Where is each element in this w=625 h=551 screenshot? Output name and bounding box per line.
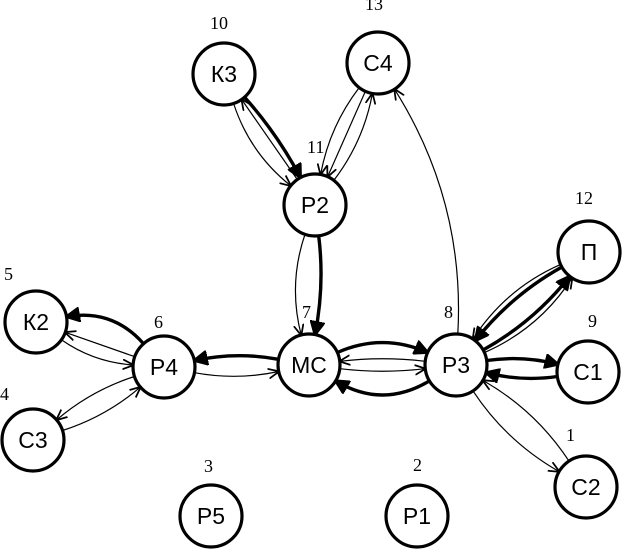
edge-pi-to-p3 [475, 265, 563, 341]
node-circle-k3 [191, 41, 257, 107]
node-circle-c1 [555, 339, 621, 405]
node-number-pi: 12 [575, 188, 593, 208]
edge-p2-to-c4 [333, 94, 373, 181]
node-k3: К3 10 [191, 13, 257, 107]
edge-k3-to-p2 [243, 96, 303, 177]
node-label-k2: К2 [23, 309, 49, 335]
edge-c3-to-p4 [62, 387, 141, 432]
edge-p4-to-k2 [65, 332, 135, 358]
node-p3: Р3 8 [423, 302, 489, 398]
node-label-pi: П [581, 239, 598, 265]
edge-p2-to-mc [295, 234, 306, 335]
node-p1: Р1 2 [384, 455, 450, 549]
node-number-c2: 1 [566, 425, 575, 445]
node-number-p3: 8 [444, 302, 453, 322]
node-label-c1: С1 [573, 359, 602, 385]
node-p2: Р2 11 [282, 137, 348, 238]
node-c2: С2 1 [553, 425, 619, 520]
node-circle-pi [556, 219, 622, 285]
node-label-c3: С3 [18, 427, 47, 453]
node-circle-c2 [553, 454, 619, 520]
edge-mc-to-p4 [194, 356, 279, 361]
node-c1: С1 9 [555, 311, 621, 405]
node-circle-p2 [282, 172, 348, 238]
node-p5: Р5 3 [178, 456, 244, 549]
edge-k2-to-p4 [61, 339, 133, 365]
node-number-p5: 3 [204, 456, 213, 476]
edge-mc-to-p3 [339, 369, 425, 372]
edge-p3-to-c4 [395, 89, 460, 335]
node-number-k2: 5 [4, 264, 13, 284]
edge-p4-to-c3 [57, 375, 135, 420]
node-number-p4: 6 [154, 312, 163, 332]
edge-p4-to-mc [194, 372, 279, 377]
node-circle-mc [276, 332, 342, 398]
node-circle-p3 [423, 332, 489, 398]
edge-p3-to-mc [340, 359, 426, 362]
node-label-p5: Р5 [197, 503, 225, 529]
node-label-p4: Р4 [150, 354, 178, 380]
node-number-k3: 10 [210, 13, 228, 33]
edge-c4-to-p2 [328, 91, 366, 176]
node-number-c1: 9 [588, 311, 597, 331]
edge-k3-to-p2 [233, 103, 291, 186]
node-circle-c4 [345, 30, 411, 96]
node-label-p3: Р3 [442, 352, 470, 378]
node-label-k3: К3 [211, 61, 237, 87]
edges-layer [57, 88, 573, 472]
node-c4: С4 13 [345, 0, 411, 96]
edge-p2-to-mc [315, 235, 321, 335]
edge-pi-to-p3 [473, 263, 561, 339]
edge-p3-to-c1 [486, 359, 558, 365]
edge-p4-to-k2 [67, 315, 145, 345]
node-number-c3: 4 [0, 384, 9, 404]
node-circle-p1 [384, 483, 450, 549]
edge-mc-to-p3 [336, 343, 427, 353]
node-number-p2: 11 [307, 137, 324, 157]
node-mc: МС 7 [276, 302, 342, 398]
edge-c4-to-p2 [321, 87, 360, 175]
node-c3: С3 4 [0, 384, 66, 473]
node-number-p1: 2 [413, 455, 422, 475]
edge-c2-to-p3 [483, 380, 570, 462]
edge-p3-to-c2 [472, 390, 559, 472]
node-label-c4: С4 [363, 50, 393, 76]
node-number-c4: 13 [365, 0, 383, 14]
node-label-p1: Р1 [403, 503, 431, 529]
edge-p2-to-k3 [242, 100, 298, 180]
node-circle-p4 [131, 334, 197, 400]
edge-p3-to-mc [336, 381, 431, 397]
node-circle-p5 [178, 483, 244, 549]
node-label-c2: С2 [571, 474, 600, 500]
node-pi: П 12 [556, 188, 622, 285]
edge-c1-to-p3 [486, 373, 558, 379]
node-number-mc: 7 [302, 302, 311, 322]
node-label-p2: Р2 [301, 192, 329, 218]
node-p4: Р4 6 [131, 312, 197, 400]
node-circle-k2 [3, 289, 69, 355]
node-label-mc: МС [291, 352, 327, 378]
node-circle-c3 [0, 407, 66, 473]
edge-p3-to-pi [482, 276, 570, 352]
node-k2: К2 5 [3, 264, 69, 355]
